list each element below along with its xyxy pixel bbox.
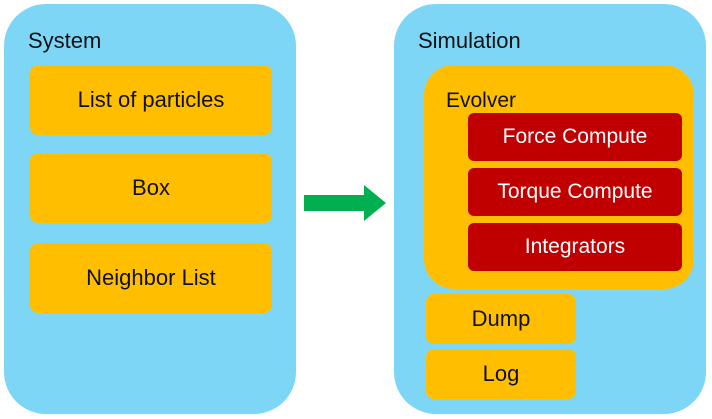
dump-box: Dump — [426, 294, 576, 344]
box-box: Box — [30, 153, 272, 223]
torque-compute-label: Torque Compute — [497, 180, 653, 203]
evolver-container: Evolver Force Compute Torque Compute Int… — [424, 65, 694, 289]
list-of-particles-label: List of particles — [77, 87, 225, 112]
box-label: Box — [132, 175, 170, 200]
evolver-title: Evolver — [446, 89, 517, 112]
force-compute-box: Force Compute — [468, 113, 682, 161]
torque-compute-box: Torque Compute — [468, 168, 682, 216]
list-of-particles-box: List of particles — [30, 65, 272, 135]
simulation-panel: Simulation Evolver Force Compute Torque … — [394, 4, 706, 414]
neighbor-list-box: Neighbor List — [30, 243, 272, 313]
neighbor-list-label: Neighbor List — [86, 265, 216, 290]
integrators-box: Integrators — [468, 223, 682, 271]
log-label: Log — [482, 361, 520, 386]
dump-label: Dump — [471, 306, 531, 331]
right-arrow-icon — [304, 185, 386, 221]
simulation-title: Simulation — [418, 28, 521, 53]
integrators-label: Integrators — [524, 235, 626, 258]
system-panel: System List of particles Box Neighbor Li… — [4, 4, 296, 414]
system-title: System — [28, 28, 102, 53]
log-box: Log — [426, 349, 576, 399]
force-compute-label: Force Compute — [502, 125, 648, 148]
